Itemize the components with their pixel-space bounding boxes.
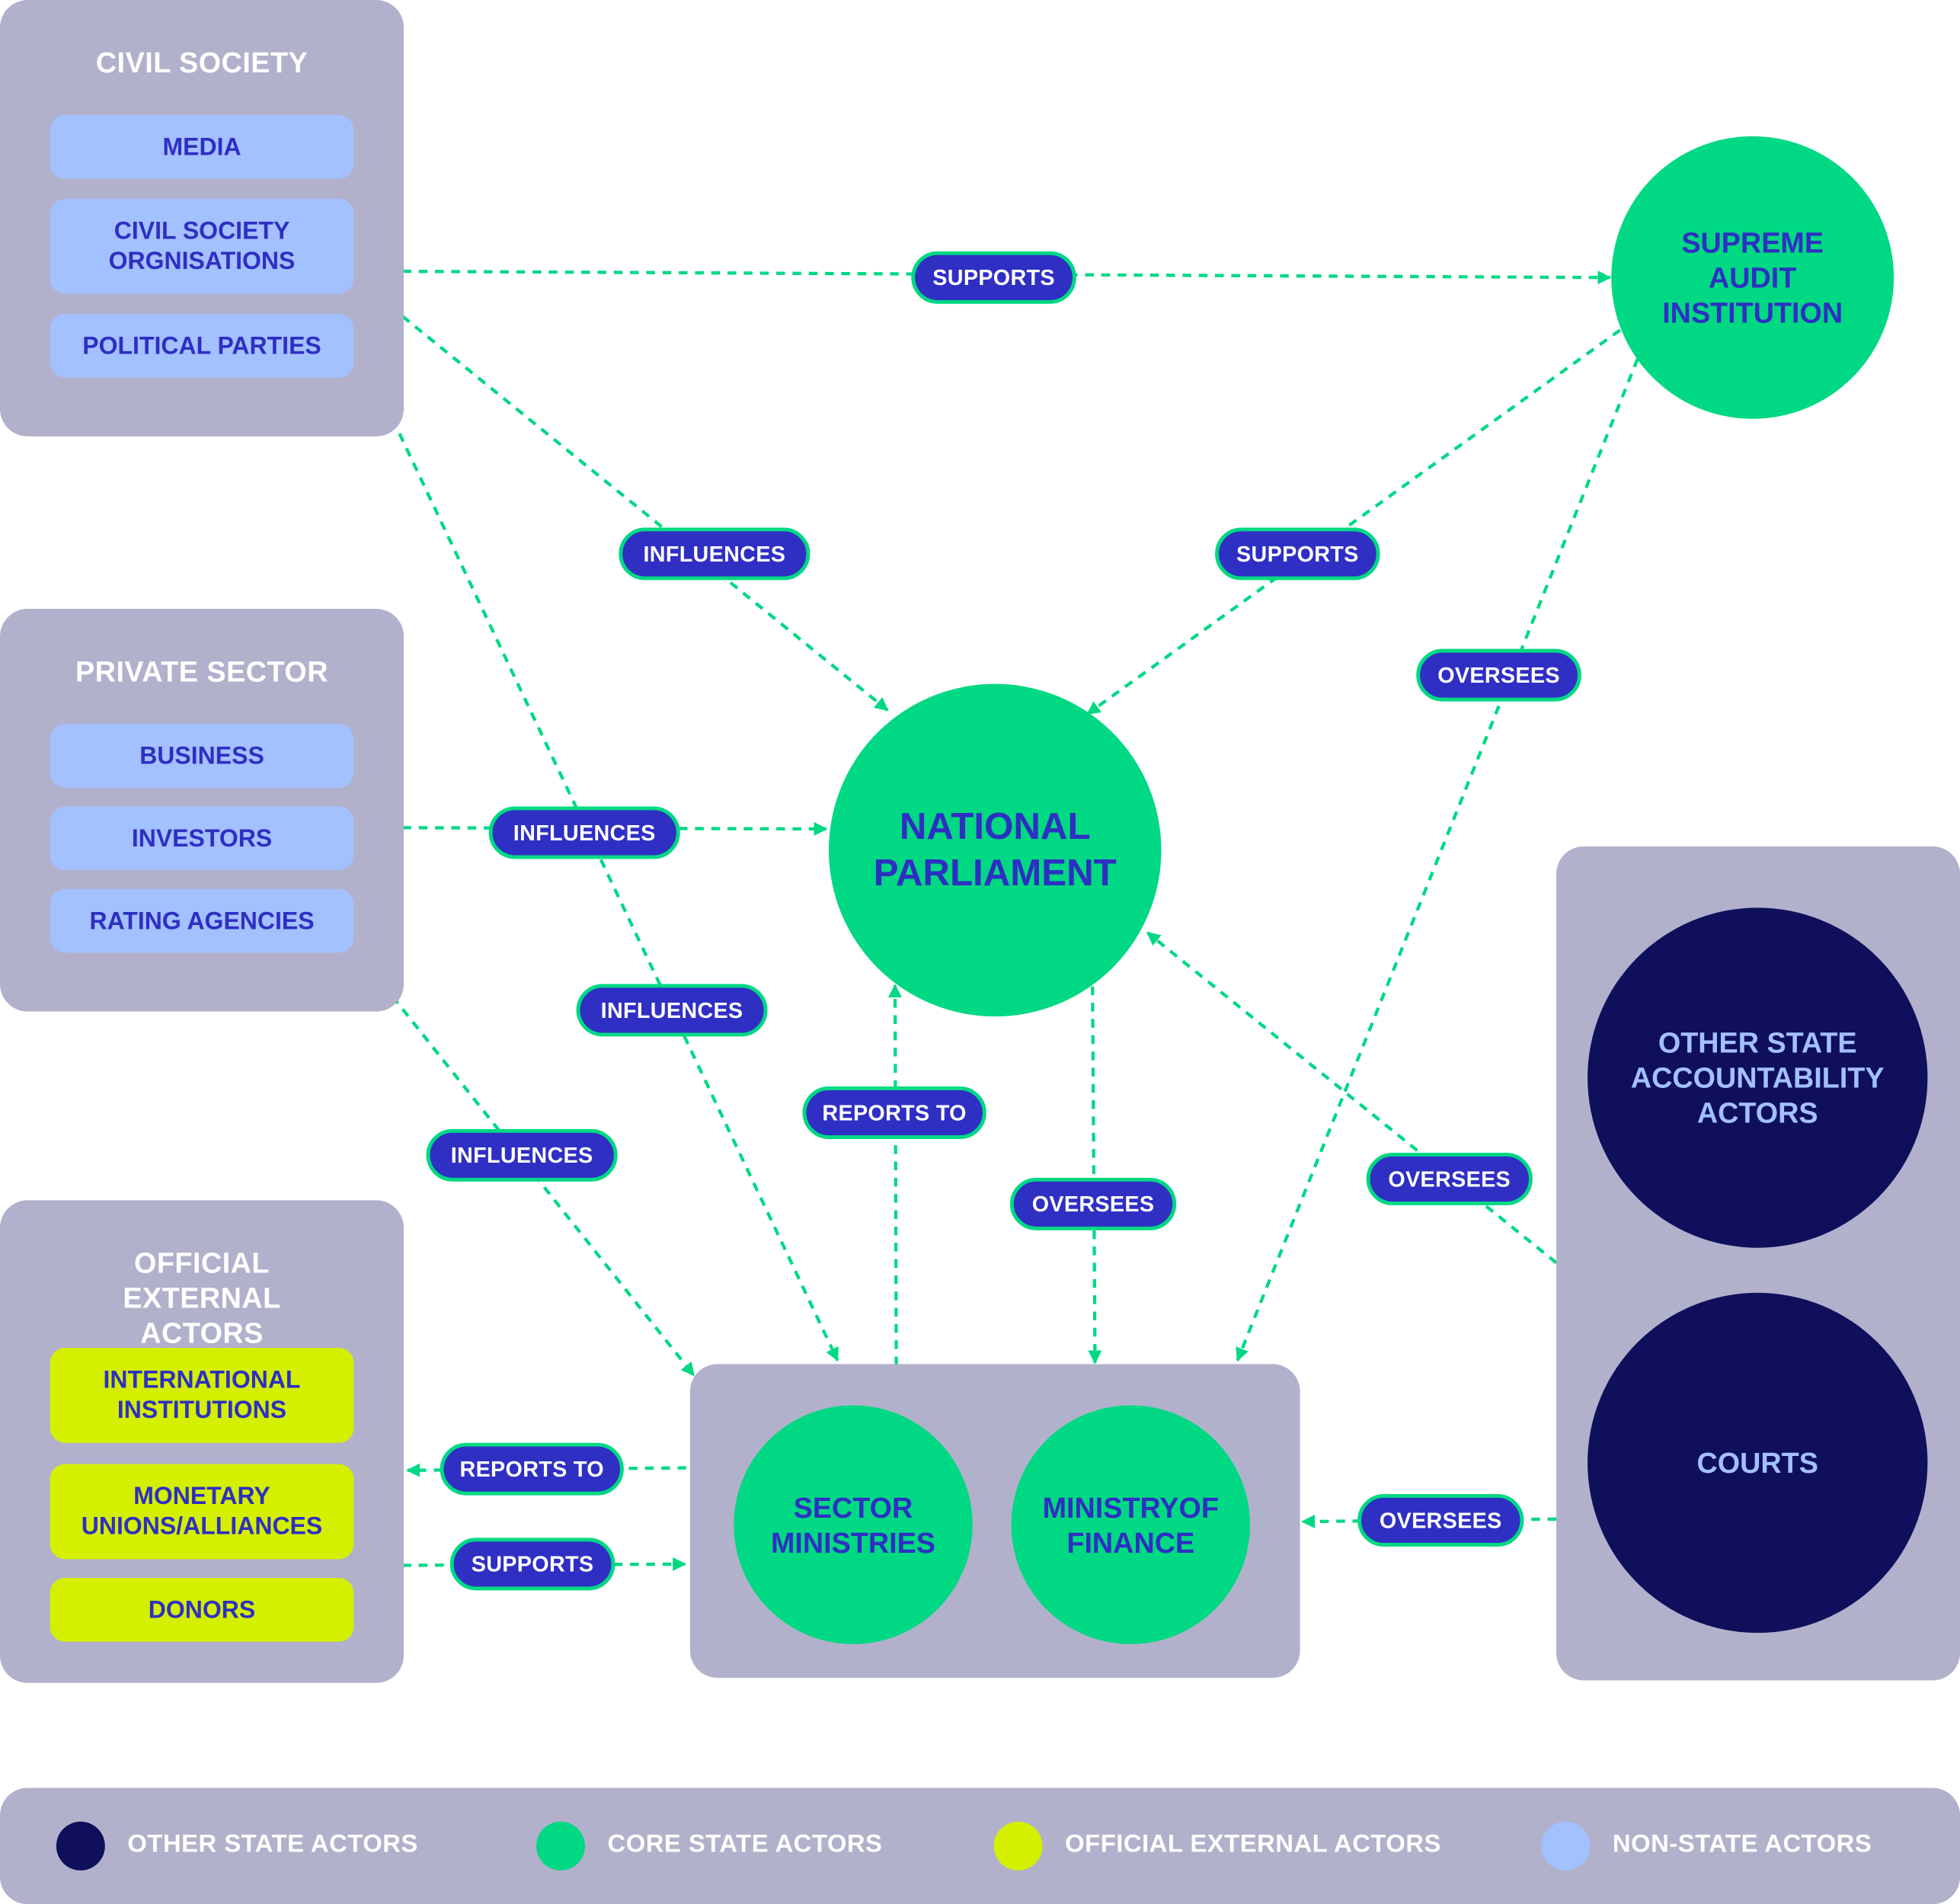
ministry-of-finance-node: MINISTRYOF FINANCE <box>1011 1405 1250 1644</box>
oversees-label: OVERSEES <box>1357 1493 1524 1547</box>
oversees-label: OVERSEES <box>1416 648 1581 702</box>
legend-label-other-state: OTHER STATE ACTORS <box>127 1830 418 1858</box>
rating-agencies-item: RATING AGENCIES <box>50 888 354 953</box>
international-institutions-item: INTERNATIONAL INSTITUTIONS <box>50 1347 354 1443</box>
private-sector-panel: PRIVATE SECTOR BUSINESS INVESTORS RATING… <box>0 609 404 1012</box>
ministry-of-finance-label: MINISTRYOF FINANCE <box>1042 1490 1219 1559</box>
courts-label: COURTS <box>1696 1446 1818 1480</box>
supports-label: SUPPORTS <box>1215 527 1380 581</box>
legend-dot-official-external <box>993 1821 1043 1870</box>
civil-society-organisations-item: CIVIL SOCIETY ORGNISATIONS <box>50 198 354 294</box>
connector-np-mof <box>1088 986 1102 1365</box>
legend-dot-non-state <box>1541 1821 1591 1870</box>
official-external-actors-panel: OFFICIAL EXTERNAL ACTORS INTERNATIONAL I… <box>0 1200 404 1683</box>
supports-label: SUPPORTS <box>911 251 1076 304</box>
connector-osa-np <box>1146 931 1558 1265</box>
national-parliament-label: NATIONAL PARLIAMENT <box>873 806 1117 894</box>
connector-sai-np <box>1086 328 1621 715</box>
reports-to-label: REPORTS TO <box>802 1086 986 1139</box>
connector-oea-sm <box>402 1557 687 1571</box>
legend-dot-core-state <box>536 1821 585 1870</box>
sector-ministries-label: SECTOR MINISTRIES <box>770 1490 935 1559</box>
connector-sm-np <box>888 984 902 1365</box>
connector-ps-sm <box>391 995 695 1377</box>
political-parties-item: POLITICAL PARTIES <box>50 313 354 378</box>
donors-item: DONORS <box>50 1577 354 1642</box>
civil-society-title: CIVIL SOCIETY <box>95 46 309 79</box>
courts-node: COURTS <box>1588 1292 1928 1634</box>
reports-to-label: REPORTS TO <box>440 1442 624 1496</box>
influences-label: INFLUENCES <box>426 1128 618 1182</box>
investors-item: INVESTORS <box>50 806 354 871</box>
other-state-accountability-actors-label: OTHER STATE ACCOUNTABILITY ACTORS <box>1630 1026 1885 1129</box>
connector-sai-mof <box>1236 358 1639 1362</box>
official-external-actors-title: OFFICIAL EXTERNAL ACTORS <box>123 1246 281 1349</box>
supreme-audit-institution-node: SUPREME AUDIT INSTITUTION <box>1611 136 1894 419</box>
legend-dot-other-state <box>56 1821 105 1870</box>
media-item: MEDIA <box>50 114 354 179</box>
monetary-unions-item: MONETARY UNIONS/ALLIANCES <box>50 1464 354 1560</box>
sector-ministries-node: SECTOR MINISTRIES <box>734 1405 973 1644</box>
connector-cs-sm <box>391 418 839 1362</box>
national-parliament-node: NATIONAL PARLIAMENT <box>828 683 1162 1017</box>
influences-label: INFLUENCES <box>488 806 680 859</box>
connector-cs-np <box>401 315 889 712</box>
supreme-audit-institution-label: SUPREME AUDIT INSTITUTION <box>1662 226 1843 329</box>
oversees-label: OVERSEES <box>1009 1177 1177 1230</box>
private-sector-title: PRIVATE SECTOR <box>75 654 328 688</box>
supports-label: SUPPORTS <box>449 1538 615 1591</box>
legend-label-core-state: CORE STATE ACTORS <box>607 1830 883 1858</box>
other-state-accountability-actors-node: OTHER STATE ACCOUNTABILITY ACTORS <box>1588 907 1928 1248</box>
legend-label-non-state: NON-STATE ACTORS <box>1612 1830 1872 1858</box>
influences-label: INFLUENCES <box>619 527 811 581</box>
legend-label-official-external: OFFICIAL EXTERNAL ACTORS <box>1065 1830 1441 1858</box>
oversees-label: OVERSEES <box>1366 1153 1533 1205</box>
legend: OTHER STATE ACTORS CORE STATE ACTORS OFF… <box>0 1787 1960 1904</box>
civil-society-panel: CIVIL SOCIETY MEDIA CIVIL SOCIETY ORGNIS… <box>0 0 404 437</box>
business-item: BUSINESS <box>50 724 354 788</box>
influences-label: INFLUENCES <box>576 984 768 1037</box>
connector-courts-mof <box>1301 1514 1557 1528</box>
